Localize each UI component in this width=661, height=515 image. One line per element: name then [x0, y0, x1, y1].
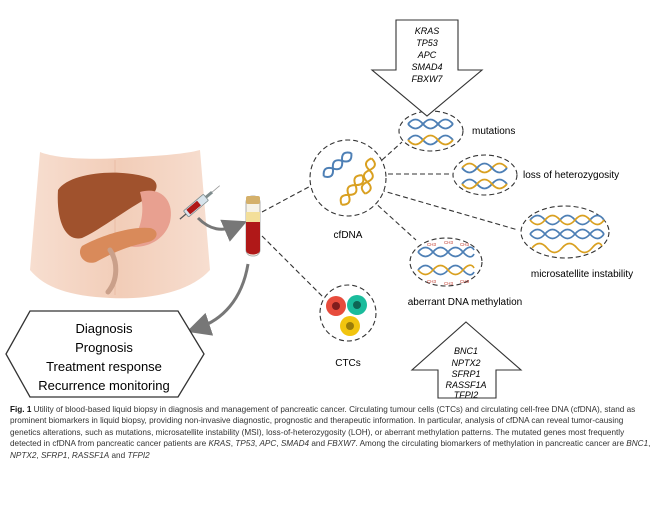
mutation-genes-box — [370, 19, 484, 117]
caption-gene-3: APC — [259, 439, 277, 449]
caption-text: Utility of blood-based liquid biopsy in … — [10, 405, 636, 449]
caption-methyl-4: RASSF1A — [71, 450, 110, 460]
diagnosis-line-1: Diagnosis — [75, 321, 133, 336]
loh-circle — [452, 154, 518, 196]
methyl-mark-6: CH3 — [460, 279, 469, 284]
figure-caption: Fig. 1 Utility of blood-based liquid bio… — [10, 404, 655, 461]
methyl-mark-1: CH3 — [427, 242, 436, 247]
caption-methyl-1: BNC1 — [626, 439, 649, 449]
methylation-gene-4: RASSF1A — [445, 380, 486, 390]
methylation-gene-5: TFPI2 — [454, 390, 479, 400]
diagnosis-line-2: Prognosis — [75, 340, 133, 355]
arrow-to-diagnosis — [186, 263, 250, 336]
caption-sep: , — [254, 439, 258, 449]
caption-methyl-3: SFRP1 — [40, 450, 68, 460]
mutation-gene-2: TP53 — [416, 38, 438, 48]
caption-methyl-5: TFPI2 — [127, 450, 150, 460]
caption-sep: and — [309, 439, 325, 449]
pancreas — [79, 227, 157, 263]
caption-sep: , — [67, 450, 70, 460]
methyl-mark-4: CH3 — [427, 279, 436, 284]
mutation-gene-5: FBXW7 — [411, 74, 443, 84]
caption-sep: , — [648, 439, 651, 449]
methyl-mark-3: CH3 — [460, 242, 469, 247]
methylation-gene-2: NPTX2 — [451, 358, 480, 368]
human-torso — [30, 150, 210, 299]
msi-label: microsatellite instability — [531, 269, 633, 280]
loh-label: loss of heterozygosity — [523, 170, 619, 181]
connectors — [261, 141, 519, 301]
methylation-gene-3: SFRP1 — [451, 369, 480, 379]
mutation-gene-4: SMAD4 — [411, 62, 442, 72]
methylation-circle: CH3 CH3 CH3 CH3 CH3 CH3 — [409, 237, 483, 287]
caption-sep: , — [36, 450, 39, 460]
methyl-mark-2: CH3 — [444, 240, 453, 245]
ctcs-label: CTCs — [335, 358, 361, 369]
figure-label: Fig. 1 — [10, 405, 32, 414]
caption-sep: and — [109, 450, 126, 460]
mutation-gene-3: APC — [417, 50, 437, 60]
methylation-label: aberrant DNA methylation — [408, 297, 523, 308]
methylation-gene-1: BNC1 — [454, 346, 478, 356]
intestine — [105, 247, 119, 295]
diagnosis-line-3: Treatment response — [46, 359, 162, 374]
caption-sep: , — [276, 439, 279, 449]
syringe-icon — [179, 185, 220, 220]
caption-gene-2: TP53 — [235, 439, 255, 449]
diagnosis-line-4: Recurrence monitoring — [38, 378, 170, 393]
msi-circle — [520, 205, 610, 259]
ctcs-circle — [319, 284, 377, 342]
mutation-gene-1: KRAS — [415, 26, 440, 36]
mutations-circle — [398, 110, 464, 152]
liver — [57, 172, 157, 239]
caption-gene-5: FBXW7 — [327, 439, 356, 449]
caption-gene-4: SMAD4 — [280, 439, 310, 449]
caption-sep: , — [230, 439, 234, 449]
arrow-to-tube — [196, 216, 248, 242]
liquid-biopsy-diagram: Diagnosis Prognosis Treatment response R… — [5, 19, 633, 400]
cfdna-label: cfDNA — [334, 230, 363, 241]
cfdna-circle — [309, 139, 387, 217]
caption-methyl-2: NPTX2 — [10, 450, 37, 460]
diagnosis-box — [5, 310, 205, 398]
methylation-genes-box — [410, 321, 523, 399]
caption-sep: . Among the circulating biomarkers of me… — [355, 439, 625, 449]
mutations-label: mutations — [472, 126, 515, 137]
caption-gene-1: KRAS — [208, 439, 231, 449]
blood-tube-icon — [245, 195, 261, 257]
methyl-mark-5: CH3 — [444, 281, 453, 286]
